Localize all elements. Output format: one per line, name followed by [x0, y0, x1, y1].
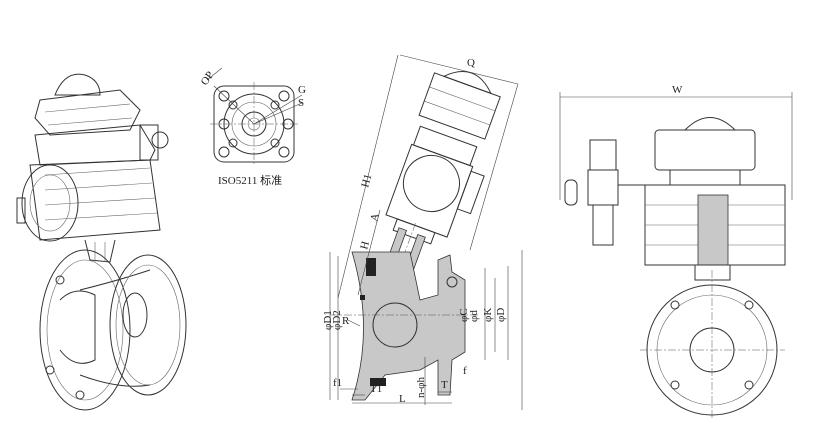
- label-q: Q: [467, 57, 475, 69]
- label-f: f: [463, 365, 467, 377]
- label-w: W: [672, 84, 683, 96]
- label-d2: φD2: [331, 310, 343, 330]
- label-a: A: [368, 212, 382, 223]
- label-s: S: [298, 97, 304, 109]
- label-op: OP: [199, 69, 217, 87]
- label-d: φD: [495, 308, 507, 322]
- label-g: G: [298, 84, 306, 96]
- label-h: H: [358, 240, 372, 251]
- label-h1: H1: [359, 173, 374, 189]
- label-t: T: [441, 379, 448, 391]
- label-k: φK: [482, 308, 494, 322]
- label-r: R: [342, 315, 350, 327]
- label-d1: φD1: [322, 310, 334, 330]
- iso5211-flange-view: OP G S ISO5211 标准: [199, 67, 306, 187]
- label-nh: n-φh: [415, 376, 427, 398]
- label-c: φC: [458, 308, 470, 322]
- label-d-small: φd: [468, 310, 480, 322]
- label-t1: T1: [370, 383, 382, 395]
- front-view: W: [559, 84, 793, 420]
- section-view: Q H1 H A φD1 φD2 R φC φd φK φD f f1 T1 T…: [322, 54, 523, 410]
- perspective-valve-view: [16, 73, 187, 411]
- label-f1: f1: [333, 377, 342, 389]
- label-l: L: [399, 393, 406, 405]
- iso5211-caption: ISO5211 标准: [218, 173, 282, 187]
